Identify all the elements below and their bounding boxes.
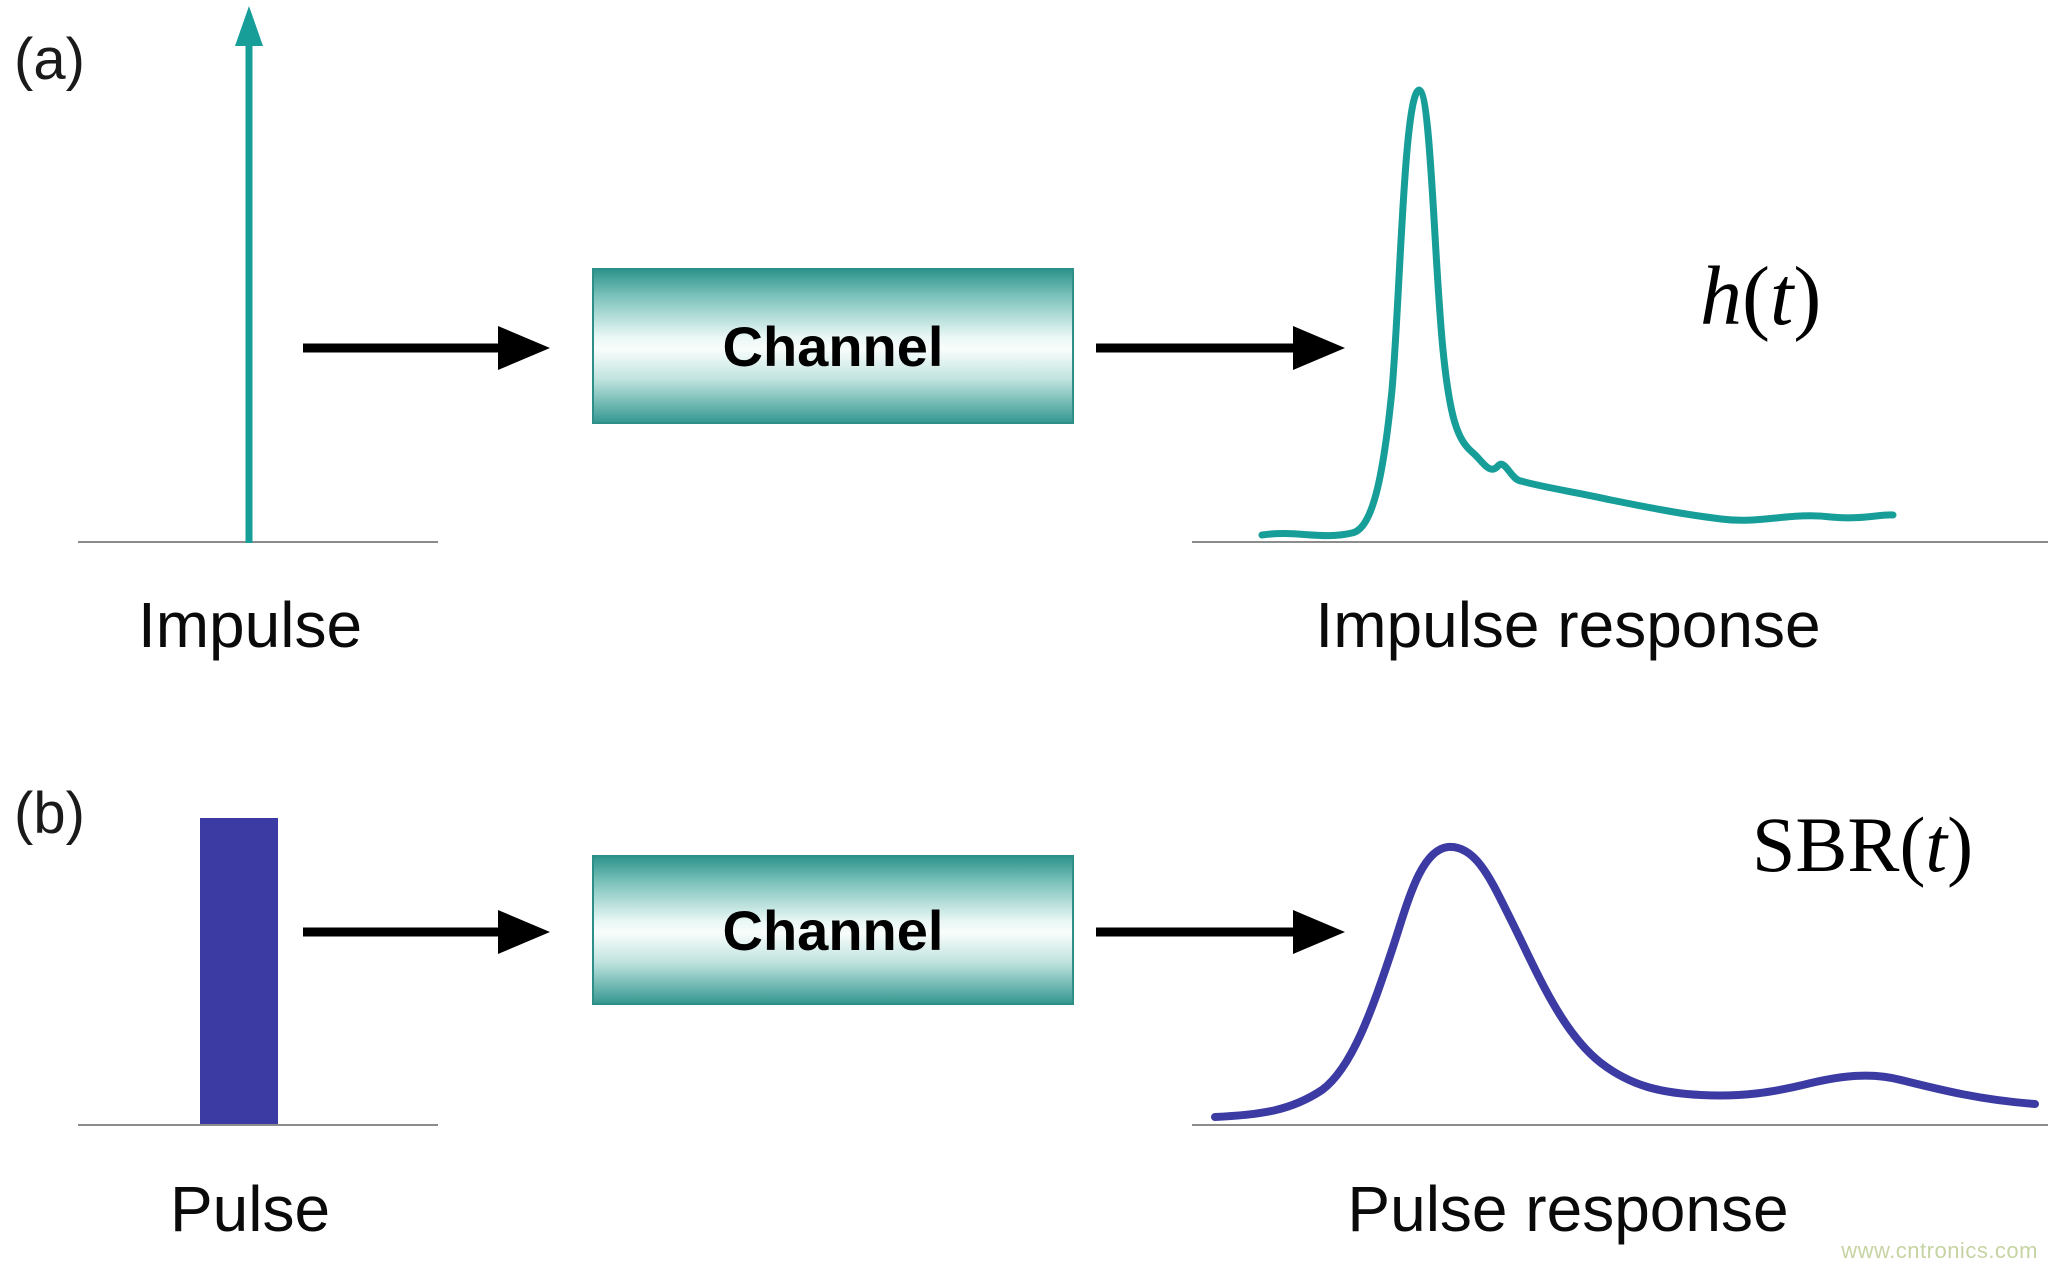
watermark: www.cntronics.com	[1841, 1238, 2038, 1263]
flow-arrowhead-b-left-icon	[498, 910, 550, 954]
impulse-arrowhead-icon	[235, 6, 263, 46]
formula-sbr-var: t	[1925, 801, 1948, 888]
impulse-caption: Impulse	[137, 589, 363, 661]
panel-label-b: (b)	[14, 781, 85, 846]
flow-arrowhead-a-left-icon	[498, 326, 550, 370]
channel-box-a: Channel	[592, 268, 1074, 424]
formula-h-close: )	[1793, 250, 1822, 343]
formula-h-t: h(t)	[1700, 248, 1821, 345]
channel-box-b: Channel	[592, 855, 1074, 1005]
impulse-response-caption: Impulse response	[1315, 589, 1821, 661]
pulse-response-caption: Pulse response	[1347, 1173, 1789, 1245]
formula-sbr-t: SBR(t)	[1752, 800, 1973, 890]
formula-h-open: (	[1742, 250, 1770, 343]
formula-sbr-close: )	[1947, 801, 1974, 888]
formula-sbr-open: (	[1899, 801, 1926, 888]
formula-h-name: h	[1700, 250, 1742, 343]
channel-label-a: Channel	[722, 314, 944, 378]
pulse-signal-rect	[200, 818, 278, 1124]
flow-arrowhead-b-right-icon	[1293, 910, 1345, 954]
formula-h-var: t	[1769, 250, 1794, 343]
channel-label-b: Channel	[722, 898, 944, 962]
pulse-response-curve	[1211, 842, 2039, 1121]
flow-arrowhead-a-right-icon	[1293, 326, 1345, 370]
pulse-caption: Pulse	[169, 1173, 331, 1245]
impulse-response-curve	[1258, 86, 1897, 540]
panel-label-a: (a)	[14, 27, 85, 92]
formula-sbr-name: SBR	[1752, 801, 1900, 888]
